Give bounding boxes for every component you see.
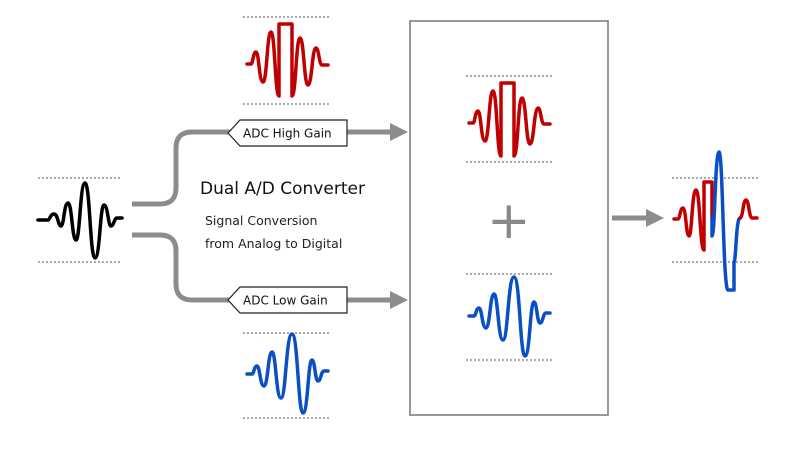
- diagram-subtitle-line1: Signal Conversion: [205, 213, 318, 228]
- low-gain-waveform: [245, 332, 330, 415]
- box-high-gain-waveform: [467, 81, 552, 158]
- output-red-waveform-right: [738, 198, 759, 220]
- adc-high-gain-tag: ADC High Gain: [227, 119, 348, 147]
- box-low-gain-waveform: [467, 275, 552, 358]
- output-arrow: [612, 209, 664, 227]
- combiner-box: [409, 20, 609, 416]
- adc-low-gain-tag: ADC Low Gain: [227, 286, 348, 314]
- diagram-subtitle-line2: from Analog to Digital: [205, 236, 343, 251]
- diagram-title: Dual A/D Converter: [200, 179, 365, 199]
- high-gain-signal: [243, 16, 330, 105]
- output-blue-waveform: [710, 150, 742, 292]
- output-signal: [672, 150, 760, 292]
- low-gain-signal: [243, 332, 330, 419]
- low-gain-path: [132, 232, 408, 309]
- adc-low-gain-label: ADC Low Gain: [243, 294, 328, 308]
- adc-high-gain-label: ADC High Gain: [243, 127, 332, 141]
- box-high-gain-signal: [466, 75, 552, 163]
- plus-symbol: +: [487, 191, 531, 251]
- input-signal: [36, 177, 124, 263]
- box-low-gain-signal: [466, 273, 552, 361]
- output-red-waveform-left: [672, 180, 714, 252]
- high-gain-path: [132, 123, 408, 207]
- high-gain-waveform: [245, 22, 330, 98]
- input-waveform: [36, 181, 124, 260]
